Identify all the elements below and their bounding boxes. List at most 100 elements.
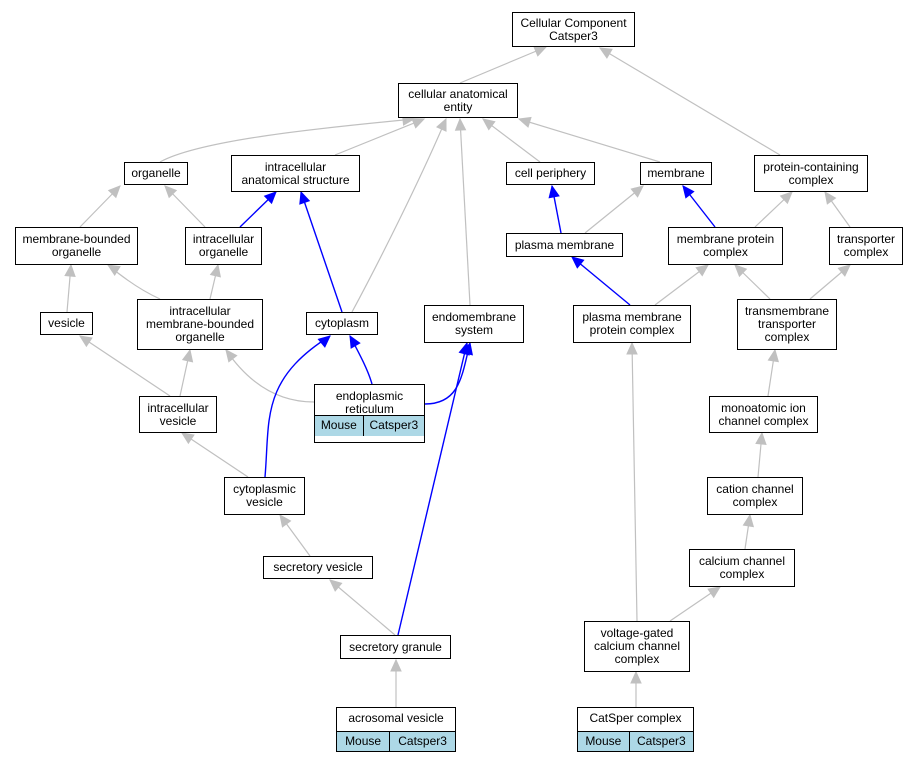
edge-endomem-cae-arrowhead: [454, 117, 467, 131]
edge-cytoplasm-cae: [351, 118, 447, 313]
edge-vgcc-calc-arrowhead: [707, 586, 721, 599]
edge-imbo-mbo-arrowhead: [106, 264, 121, 276]
node-endoplasmic-reticulum[interactable]: endoplasmic reticulum Mouse Catsper3: [314, 384, 425, 443]
node-voltage-gated-calcium-channel-complex[interactable]: voltage-gated calcium channel complex: [584, 621, 690, 672]
annotation-row: Mouse Catsper3: [578, 731, 694, 751]
node-vesicle[interactable]: vesicle: [40, 312, 93, 335]
edge-cae-cc: [459, 46, 547, 84]
node-secretory-vesicle[interactable]: secretory vesicle: [263, 556, 373, 579]
edge-cytoplasm-ias-arrowhead: [299, 190, 311, 205]
node-label: endoplasmic reticulum: [335, 389, 404, 416]
edge-cytoplasm-ias: [300, 191, 343, 313]
node-intracellular-organelle[interactable]: intracellular organelle: [185, 227, 262, 265]
edge-sg-endomem: [397, 342, 468, 636]
edge-mpc-membrane-arrowhead: [682, 185, 695, 199]
edge-cv-iv-arrowhead: [180, 432, 195, 445]
node-cellular-component-catsper3[interactable]: Cellular Component Catsper3: [512, 12, 635, 47]
edge-er-imbo-arrowhead: [225, 349, 238, 363]
edge-ttc-tc-arrowhead: [837, 264, 851, 277]
annotation-gene[interactable]: Catsper3: [362, 416, 425, 436]
edge-iv-vesicle: [79, 335, 171, 397]
edge-ias-cae-arrowhead: [411, 117, 426, 129]
edge-pcc-cc-arrowhead: [598, 47, 613, 59]
edge-ccc-micc-arrowhead: [755, 431, 767, 445]
edge-pmpc-pm-arrowhead: [571, 256, 585, 269]
node-intracellular-anatomical-structure[interactable]: intracellular anatomical structure: [231, 155, 360, 192]
node-transporter-complex[interactable]: transporter complex: [829, 227, 903, 265]
edge-cv-iv: [181, 432, 249, 478]
edge-vgcc-pmpc-arrowhead: [626, 341, 638, 355]
node-label: CatSper complex: [589, 711, 682, 725]
annotation-row: Mouse Catsper3: [315, 415, 425, 436]
edge-cae-cc-arrowhead: [533, 46, 548, 57]
node-plasma-membrane[interactable]: plasma membrane: [506, 233, 623, 257]
edge-pmpc-pm: [571, 256, 631, 306]
node-catsper-complex[interactable]: CatSper complex Mouse Catsper3: [577, 707, 694, 752]
edge-pcc-cc: [599, 47, 781, 156]
annotation-row: Mouse Catsper3: [337, 731, 456, 751]
edge-catsper-vgcc-arrowhead: [630, 670, 642, 684]
edge-er-imbo: [225, 349, 315, 403]
edge-cv-cytoplasm-arrowhead: [317, 335, 331, 348]
edge-mpc-pcc-arrowhead: [779, 191, 793, 205]
edge-membrane-cae: [518, 118, 661, 163]
edge-cellperiph-cae: [482, 118, 541, 163]
edge-sv-cv-arrowhead: [279, 514, 292, 528]
node-intracellular-membrane-bounded-organelle[interactable]: intracellular membrane-bounded organelle: [137, 299, 263, 350]
node-secretory-granule[interactable]: secretory granule: [340, 635, 451, 659]
node-endomembrane-system[interactable]: endomembrane system: [424, 305, 524, 343]
node-calcium-channel-complex[interactable]: calcium channel complex: [689, 549, 795, 587]
annotation-gene[interactable]: Catsper3: [628, 732, 694, 751]
edge-membrane-cae-arrowhead: [517, 116, 532, 128]
edge-sg-endomem-arrowhead: [458, 341, 470, 356]
edge-vgcc-pmpc: [631, 342, 638, 622]
edge-pmpc-mpc-arrowhead: [695, 264, 709, 277]
edge-er-cytoplasm-arrowhead: [349, 334, 361, 349]
edge-pm-cellperiph-arrowhead: [548, 184, 560, 199]
edge-vesicle-mbo-arrowhead: [64, 263, 76, 277]
node-cytoplasmic-vesicle[interactable]: cytoplasmic vesicle: [224, 477, 305, 515]
node-acrosomal-vesicle[interactable]: acrosomal vesicle Mouse Catsper3: [336, 707, 456, 752]
node-monoatomic-ion-channel-complex[interactable]: monoatomic ion channel complex: [709, 396, 818, 433]
node-label: acrosomal vesicle: [348, 711, 444, 725]
edge-av-sg-arrowhead: [390, 658, 402, 672]
edge-endomem-cae: [459, 118, 471, 306]
node-membrane[interactable]: membrane: [640, 162, 712, 185]
edge-pm-membrane: [584, 185, 644, 234]
edge-io-organelle-arrowhead: [164, 185, 178, 199]
edge-calc-ccc-arrowhead: [742, 513, 755, 528]
edge-ttc-mpc-arrowhead: [734, 264, 748, 278]
edge-cv-cytoplasm: [264, 335, 331, 478]
node-organelle[interactable]: organelle: [124, 162, 188, 185]
edge-mbo-organelle-arrowhead: [107, 185, 121, 199]
node-plasma-membrane-protein-complex[interactable]: plasma membrane protein complex: [573, 305, 691, 343]
node-membrane-bounded-organelle[interactable]: membrane-bounded organelle: [15, 227, 138, 265]
edge-tc-pcc-arrowhead: [824, 191, 837, 205]
node-cytoplasm[interactable]: cytoplasm: [306, 312, 378, 335]
edge-iv-vesicle-arrowhead: [78, 335, 93, 348]
node-cell-periphery[interactable]: cell periphery: [506, 162, 595, 185]
node-intracellular-vesicle[interactable]: intracellular vesicle: [139, 396, 217, 433]
annotation-gene[interactable]: Catsper3: [389, 732, 456, 751]
node-membrane-protein-complex[interactable]: membrane protein complex: [668, 227, 783, 265]
annotation-species[interactable]: Mouse: [315, 416, 363, 436]
edge-micc-ttc-arrowhead: [767, 348, 779, 363]
edge-ias-cae: [334, 118, 425, 156]
edge-imbo-io-arrowhead: [209, 263, 221, 278]
node-transmembrane-transporter-complex[interactable]: transmembrane transporter complex: [737, 299, 837, 350]
edge-cellperiph-cae-arrowhead: [482, 118, 496, 131]
edge-pm-membrane-arrowhead: [630, 185, 644, 198]
edge-iv-imbo-arrowhead: [181, 348, 194, 363]
node-protein-containing-complex[interactable]: protein-containing complex: [754, 155, 868, 192]
edge-io-ias-arrowhead: [263, 191, 277, 205]
edge-organelle-cae: [159, 118, 415, 163]
node-cation-channel-complex[interactable]: cation channel complex: [707, 477, 803, 515]
edge-cytoplasm-cae-arrowhead: [436, 117, 447, 132]
annotation-species[interactable]: Mouse: [337, 732, 390, 751]
node-cellular-anatomical-entity[interactable]: cellular anatomical entity: [398, 83, 518, 118]
edge-sg-sv-arrowhead: [329, 579, 343, 592]
edge-sg-sv: [329, 579, 396, 636]
annotation-species[interactable]: Mouse: [578, 732, 629, 751]
